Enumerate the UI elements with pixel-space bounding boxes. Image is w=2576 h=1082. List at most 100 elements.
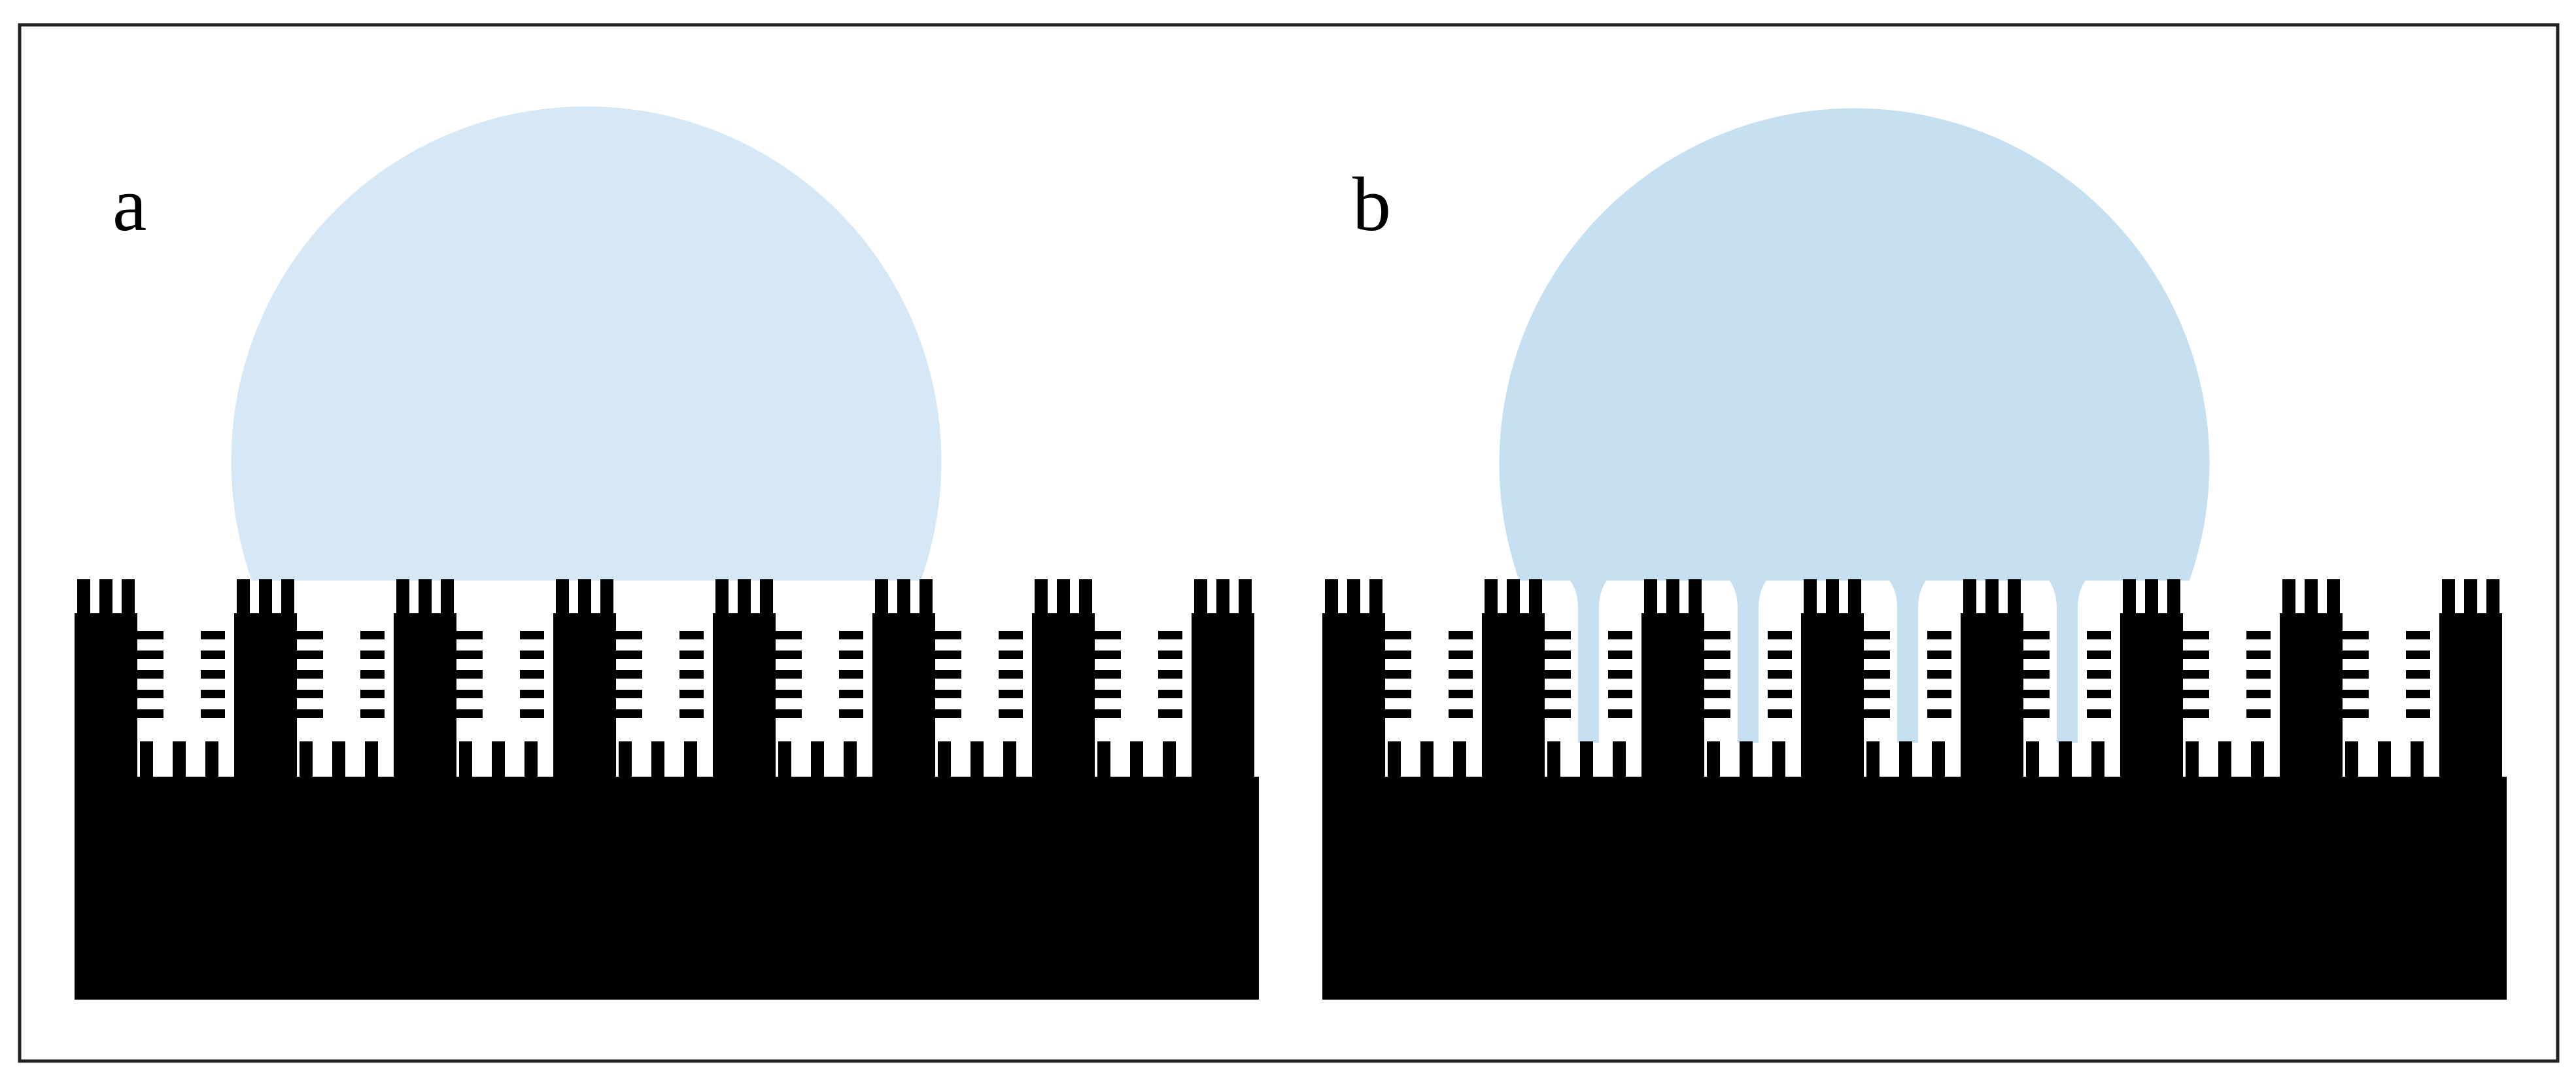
lamella-left [1545,651,1571,659]
lamella-right [999,651,1023,659]
lamella-right [520,670,544,679]
penetrating-water-column [2045,575,2089,743]
groove-nano-pillar [1453,741,1466,779]
lamella-left [1864,709,1890,718]
groove-nano-pillar [1772,741,1785,779]
lamella-left [616,709,642,718]
lamella-left [137,690,163,698]
lamella-right [1608,690,1632,698]
nano-pillar [1826,579,1839,616]
groove-nano-pillar [205,741,218,779]
lamella-left [2183,670,2209,679]
lamella-left [935,709,961,718]
micro-pillar [1641,613,1704,783]
lamella-right [2406,631,2430,639]
lamella-left [935,651,961,659]
lamella-right [201,690,225,698]
lamella-right [1768,631,1792,639]
panel-a: a [75,106,1259,1000]
lamella-left [297,670,323,679]
nano-pillar [2442,579,2455,616]
lamella-right [1768,709,1792,718]
lamella-left [1385,631,1411,639]
lamella-left [935,631,961,639]
groove-nano-pillar [2345,741,2358,779]
nano-pillar [396,579,409,616]
lamella-left [297,651,323,659]
lamella-left [1545,690,1571,698]
lamella-right [679,690,704,698]
nano-pillar [237,579,250,616]
nano-pillar [77,579,90,616]
nano-pillar [1485,579,1498,616]
lamella-right [839,690,863,698]
nano-pillar [1239,579,1252,616]
groove-nano-pillar [1097,741,1110,779]
nano-pillar [1963,579,1976,616]
nano-pillar [1804,579,1817,616]
lamella-right [1608,651,1632,659]
lamella-left [1385,690,1411,698]
nano-pillar [419,579,432,616]
nano-pillar [1216,579,1229,616]
groove-nano-pillar [2251,741,2264,779]
lamella-left [1385,651,1411,659]
groove-nano-pillar [1740,741,1753,779]
lamella-left [1095,709,1121,718]
lamella-left [776,651,802,659]
penetrating-water-column [1566,575,1611,743]
groove-nano-pillar [2026,741,2039,779]
nano-pillar [1035,579,1048,616]
lamella-right [2246,651,2271,659]
lamella-left [1385,709,1411,718]
lamella-left [616,631,642,639]
lamella-left [1704,709,1730,718]
micro-pillar [75,613,137,783]
micro-pillar [1322,613,1385,783]
lamella-left [1864,670,1890,679]
lamella-right [1927,631,1951,639]
nano-pillar [1079,579,1092,616]
nano-pillar [281,579,294,616]
lamella-left [776,631,802,639]
groove-nano-pillar [492,741,505,779]
lamella-left [2023,690,2050,698]
nano-pillar [1369,579,1382,616]
lamella-left [2183,709,2209,718]
lamella-right [1158,670,1182,679]
substrate-base [75,777,1259,1000]
groove-nano-pillar [1163,741,1176,779]
lamella-right [1927,670,1951,679]
groove-nano-pillar [684,741,697,779]
nano-pillar [2145,579,2158,616]
groove-nano-pillar [651,741,664,779]
lamella-right [2246,690,2271,698]
groove-nano-pillar [619,741,632,779]
panel-a-substrate [75,579,1259,1000]
groove-nano-pillar [1899,741,1912,779]
nano-pillar [122,579,135,616]
lamella-right [360,670,385,679]
micro-pillar [1192,613,1254,783]
groove-nano-pillar [811,741,824,779]
micro-pillar [2439,613,2502,783]
lamella-left [2343,690,2369,698]
nano-pillar [1507,579,1520,616]
lamella-right [999,690,1023,698]
lamella-right [1768,670,1792,679]
groove-nano-pillar [2411,741,2424,779]
nano-pillar [2464,579,2477,616]
lamella-left [935,690,961,698]
lamella-right [1768,690,1792,698]
nano-pillar [2008,579,2021,616]
groove-nano-pillar [524,741,538,779]
penetrating-water-column [1726,575,1770,743]
micro-pillar [2120,613,2183,783]
nano-pillar [2486,579,2499,616]
groove-nano-pillar [2378,741,2391,779]
micro-pillar [234,613,297,783]
micro-pillar [394,613,456,783]
micro-pillar [872,613,935,783]
micro-pillar [1961,613,2023,783]
lamella-left [1864,631,1890,639]
